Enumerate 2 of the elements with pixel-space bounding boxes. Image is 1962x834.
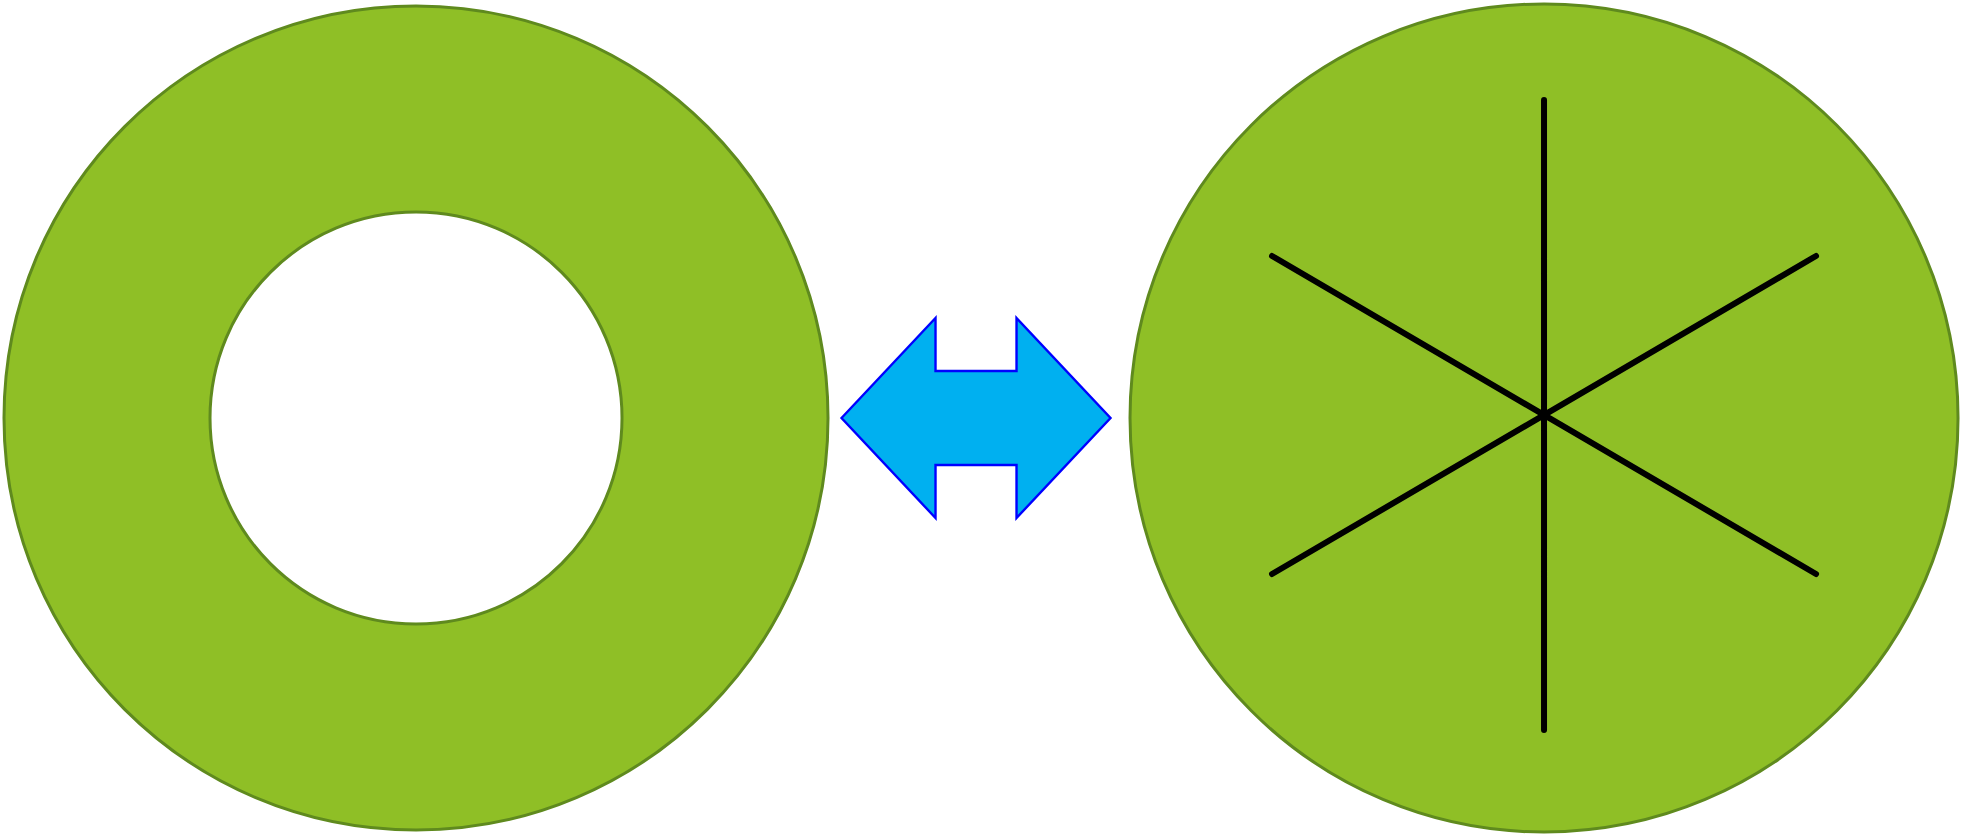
spoked-circle (1128, 2, 1960, 834)
ring-shape (2, 4, 830, 832)
